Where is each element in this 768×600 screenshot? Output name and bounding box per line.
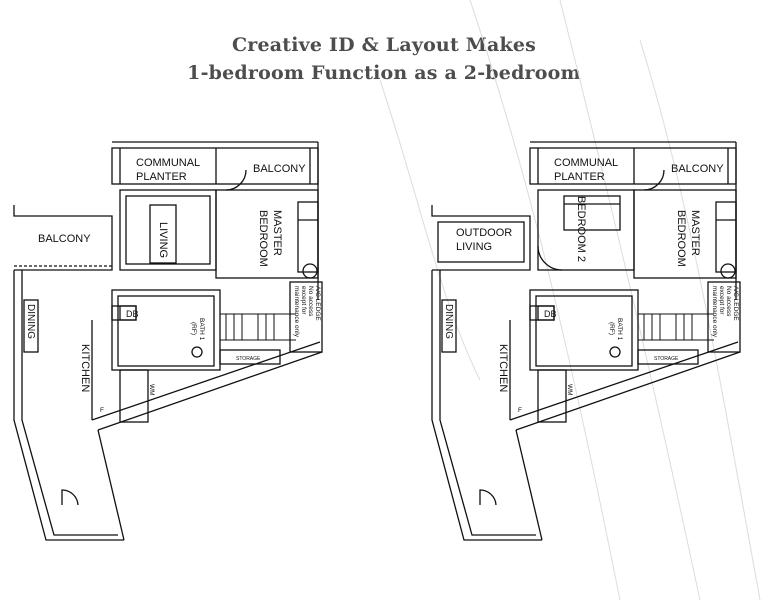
label-master: MASTER [271, 210, 283, 256]
label-bedroom: BEDROOM [257, 210, 269, 267]
label-ac-note-1: No access [307, 286, 314, 317]
label-db: DB [126, 309, 139, 319]
label-kitchen: KITCHEN [79, 344, 91, 392]
label-bath: BATH 1 [616, 318, 623, 341]
label-ac-ledge: A/C LEDGE [314, 286, 321, 321]
background-decoration [379, 0, 761, 600]
label-kitchen: KITCHEN [497, 344, 509, 392]
label-bath: BATH 1 [198, 318, 205, 341]
plan-modified: COMMUNAL PLANTER BALCONY OUTDOOR LIVING … [431, 141, 741, 541]
label-ac-note-2: except for [300, 286, 307, 315]
label-bedroom: BEDROOM [675, 210, 687, 267]
title-line-2: 1-bedroom Function as a 2-bedroom [187, 62, 581, 84]
label-ac-ledge: A/C LEDGE [732, 286, 739, 321]
label-communal: COMMUNAL [136, 157, 200, 169]
label-ac-note-3: maintenance only [293, 286, 300, 338]
label-master: MASTER [689, 210, 701, 256]
label-dining: DINING [443, 304, 454, 339]
label-storage: STORAGE [654, 356, 679, 362]
label-fridge: F [518, 407, 522, 414]
label-ac-note-3: maintenance only [711, 286, 718, 338]
label-communal: COMMUNAL [554, 157, 618, 169]
label-planter: PLANTER [136, 171, 187, 183]
label-living: LIVING [157, 222, 169, 258]
label-balcony-top: BALCONY [671, 163, 724, 175]
label-dining: DINING [25, 304, 36, 339]
label-planter: PLANTER [554, 171, 605, 183]
title-line-1: Creative ID & Layout Makes [231, 34, 537, 56]
label-ac-note-1: No access [725, 286, 732, 317]
label-bath-rf: (RF) [608, 322, 615, 335]
label-bedroom-2: BEDROOM 2 [575, 196, 587, 262]
plan-original: COMMUNAL PLANTER BALCONY BALCONY LIVING … [13, 141, 323, 541]
label-ac-note-2: except for [718, 286, 725, 315]
label-outdoor-living: LIVING [456, 241, 492, 253]
label-balcony-top: BALCONY [253, 163, 306, 175]
label-storage: STORAGE [236, 356, 261, 362]
label-fridge: F [100, 407, 104, 414]
label-wm: WM [148, 384, 155, 396]
label-outdoor: OUTDOOR [456, 227, 512, 239]
label-db: DB [544, 309, 557, 319]
label-wm: WM [566, 384, 573, 396]
label-bath-rf: (RF) [190, 322, 197, 335]
label-balcony-left: BALCONY [38, 233, 91, 245]
